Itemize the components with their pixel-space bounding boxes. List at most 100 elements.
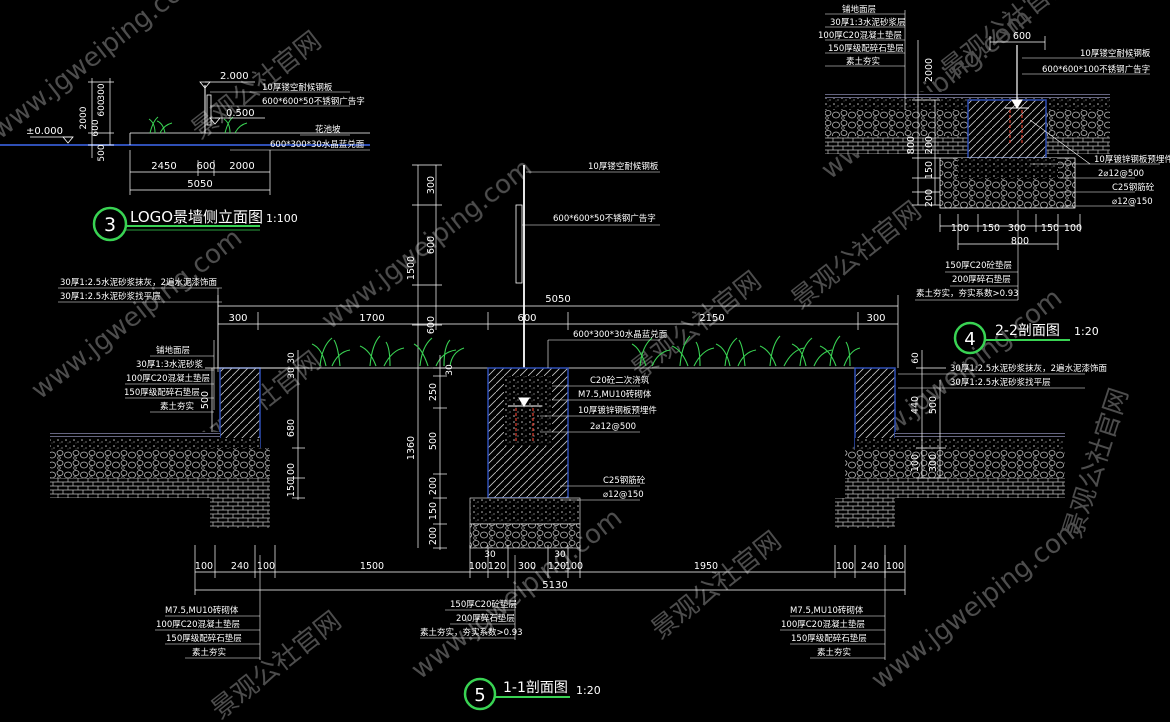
- dim-h: 2000: [229, 161, 254, 172]
- drawing-number: 3: [104, 214, 116, 236]
- dim-v: 30: [287, 367, 297, 379]
- dim-v: 600: [97, 99, 107, 116]
- dim-h: 5050: [545, 294, 570, 305]
- note: 100厚C20混凝土垫层: [156, 619, 240, 630]
- note: 150厚级配碎石垫层: [166, 633, 242, 644]
- note: 600*300*30水晶蓝兑面: [573, 329, 668, 340]
- dim-v: 680: [286, 419, 297, 437]
- drawing-number-circle: [92, 206, 128, 242]
- dim-h: 100: [565, 561, 583, 572]
- dim-h: 100: [195, 561, 213, 572]
- note: 素土夯实: [846, 56, 880, 67]
- dim-v: 60: [911, 352, 921, 364]
- dim-h: 5050: [187, 179, 212, 190]
- dim-v: 200: [924, 136, 935, 154]
- drawing-scale: 1:20: [576, 684, 601, 697]
- note: M7.5,MU10砖砌体: [578, 389, 652, 400]
- note: 30厚1:2.5水泥砂浆找平层: [950, 377, 1051, 388]
- note: 200厚碎石垫层: [456, 613, 515, 624]
- note: 铺地面层: [156, 345, 190, 356]
- dim-h: 100: [257, 561, 275, 572]
- dim-h: 30: [554, 550, 566, 560]
- dim-h: 300: [1008, 223, 1026, 234]
- dim-v: 200: [428, 477, 439, 495]
- note: 150厚级配碎石垫层: [791, 633, 867, 644]
- drawing-title: LOGO景墙侧立面图: [130, 208, 263, 226]
- note: 10厚镂空耐候钢板: [262, 82, 333, 93]
- dim-v: 1500: [406, 256, 417, 280]
- dim-v: 30: [445, 364, 455, 376]
- dim-v: 300: [426, 176, 437, 194]
- watermark: 景观公社官网: [786, 196, 927, 316]
- dim-v: 600: [426, 316, 437, 334]
- note: 素土夯实: [192, 647, 226, 658]
- note: 10厚镀锌钢板预埋件: [578, 405, 657, 416]
- plants: [311, 335, 861, 367]
- dim-h: 600: [1013, 31, 1031, 42]
- dim-v: 600: [91, 119, 101, 136]
- dim-v: 2000: [924, 58, 935, 82]
- drawing-scale: 1:100: [266, 212, 298, 225]
- note: 10厚镂空耐候钢板: [588, 161, 659, 172]
- dim-h: 100: [469, 561, 487, 572]
- note: 30厚1:2.5水泥砂浆找平层: [60, 291, 161, 302]
- dim-h: 300: [228, 313, 247, 324]
- section-1-1: 300 600 1500 600 10厚镂空耐候钢板 600*600*50不锈钢…: [50, 161, 1108, 711]
- dim-h: 600: [196, 161, 215, 172]
- drawing-number-circle: [953, 321, 987, 355]
- note: 铺地面层: [842, 4, 876, 15]
- dim-h: 1500: [360, 561, 384, 572]
- dim-h: 1700: [359, 313, 384, 324]
- dim-v: 500: [200, 391, 211, 409]
- elevation-3: 2.000 0.500 ±0.000 10厚镂空耐候钢板 600*600*50不…: [0, 71, 370, 242]
- dim-h: 240: [861, 561, 879, 572]
- drawing-title: 1-1剖面图: [503, 680, 568, 696]
- note: 200厚碎石垫层: [952, 274, 1011, 285]
- watermark: www.jgweiping.com: [0, 0, 208, 146]
- dim-v: 1360: [406, 436, 417, 460]
- note: 素土夯实，夯实系数>0.93: [916, 288, 1019, 299]
- note: M7.5,MU10砖砌体: [790, 605, 864, 616]
- dim-v: 500: [428, 432, 439, 450]
- dim-v: 300: [97, 83, 107, 100]
- dim-h: 600: [517, 313, 536, 324]
- watermark: 景观公社官网: [646, 526, 787, 646]
- note: 素土夯实，夯实系数>0.93: [420, 627, 523, 638]
- dim-h: 100: [886, 561, 904, 572]
- note: 素土夯实: [817, 647, 851, 658]
- dim-v: 150: [924, 161, 935, 179]
- dim-h: 800: [1011, 236, 1029, 247]
- section-2-2: 600 铺地面层 30厚1:3水泥砂浆层 100厚C20混凝土垫层 150厚级配…: [818, 4, 1170, 355]
- note: 600*600*50不锈钢广告字: [553, 213, 656, 224]
- dim-v: 500: [97, 144, 107, 161]
- dim-v: 800: [906, 136, 917, 154]
- dim-v: 150: [286, 479, 297, 497]
- dim-h: 100: [951, 223, 969, 234]
- elev-mid-label: 0.500: [226, 108, 255, 119]
- dim-v: 30: [287, 352, 297, 364]
- note: 150厚级配碎石垫层: [828, 43, 904, 54]
- note: 600*300*30水晶蓝兑面: [270, 139, 365, 150]
- note: 100厚C20混凝土垫层: [818, 30, 902, 41]
- watermark: www.jgweiping.com: [866, 513, 1088, 696]
- note: 150厚C20砼垫层: [450, 599, 517, 610]
- note: 30厚1:3水泥砂浆层: [830, 17, 906, 28]
- note: ⌀12@150: [1112, 197, 1153, 207]
- dim-h: 30: [484, 550, 496, 560]
- dim-v: 150: [428, 502, 439, 520]
- elev-zero-label: ±0.000: [26, 126, 63, 137]
- dim-h: 1950: [694, 561, 718, 572]
- dim-v: 440: [910, 396, 921, 414]
- note: 600*600*100不锈钢广告字: [1042, 64, 1150, 75]
- note: ⌀12@150: [603, 490, 644, 500]
- dim-h: 300: [866, 313, 885, 324]
- watermark: 景观公社官网: [626, 266, 767, 386]
- note: C25钢筋砼: [1112, 182, 1155, 193]
- note: 30厚1:2.5水泥砂浆抹灰，2遍水泥漆饰面: [950, 363, 1108, 374]
- elev-top-label: 2.000: [220, 71, 249, 82]
- note: 花池坡: [315, 124, 341, 135]
- note: 30厚1:3水泥砂浆: [136, 359, 203, 370]
- note: 100厚C20混凝土垫层: [781, 619, 865, 630]
- dim-h: 2450: [151, 161, 176, 172]
- note: 600*600*50不锈钢广告字: [262, 96, 365, 107]
